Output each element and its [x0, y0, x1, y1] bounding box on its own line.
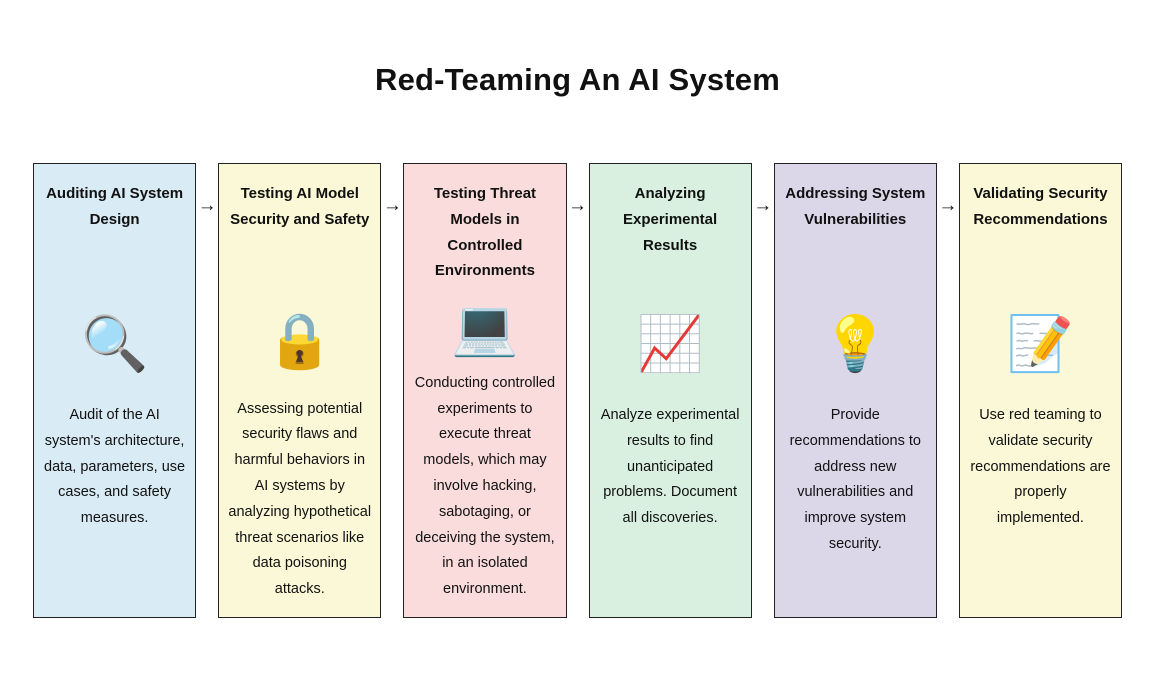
laptop-icon: 💻: [451, 297, 519, 358]
lock-icon: 🔒: [266, 310, 334, 371]
magnifying-glass-icon: 🔍: [80, 314, 149, 374]
card-title: Validating Security Recommendations: [973, 185, 1108, 228]
card-testing-ai-model-security: Testing AI Model Security and Safety 🔒 A…: [218, 163, 382, 618]
arrow-right-icon: →: [197, 195, 217, 216]
arrow-gap: →: [567, 163, 589, 215]
card-title: Testing AI Model Security and Safety: [230, 185, 370, 228]
card-addressing-system-vulnerabilities: Addressing System Vulnerabilities 💡 Prov…: [773, 163, 937, 618]
card-icon-wrap: 🔍: [81, 285, 148, 403]
card-title: Analyzing Experimental Results: [622, 185, 718, 254]
card-description: Use red teaming to validate security rec…: [970, 407, 1111, 527]
card-validating-security-recommendations: Validating Security Recommendations 📝 Us…: [958, 163, 1123, 618]
arrow-gap: →: [752, 163, 774, 215]
card-auditing-ai-system-design: Auditing AI System Design 🔍 Audit of the…: [33, 163, 197, 618]
card-icon-wrap: 📈: [636, 285, 703, 403]
card-description: Conducting controlled experiments to exe…: [414, 374, 556, 598]
card-icon-wrap: 💻: [451, 285, 518, 371]
arrow-right-icon: →: [568, 195, 588, 216]
card-description: Audit of the AI system's architecture, d…: [44, 407, 186, 527]
card-description: Analyze experimental results to find una…: [600, 407, 740, 527]
card-icon-wrap: 📝: [1007, 285, 1074, 403]
card-title: Testing Threat Models in Controlled Envi…: [433, 185, 537, 280]
arrow-right-icon: →: [382, 195, 402, 216]
card-testing-threat-models: Testing Threat Models in Controlled Envi…: [403, 163, 567, 618]
chart-increasing-icon: 📈: [636, 314, 704, 374]
arrow-right-icon: →: [753, 195, 773, 216]
process-flow: Auditing AI System Design 🔍 Audit of the…: [33, 163, 1123, 618]
card-title: Addressing System Vulnerabilities: [785, 185, 926, 228]
card-description: Provide recommendations to address new v…: [789, 407, 921, 552]
arrow-gap: →: [937, 163, 959, 215]
card-icon-wrap: 💡: [822, 285, 889, 403]
card-description: Assessing potential security flaws and h…: [228, 400, 372, 598]
arrow-gap: →: [196, 163, 218, 215]
page-title: Red-Teaming An AI System: [375, 62, 780, 97]
card-analyzing-experimental-results: Analyzing Experimental Results 📈 Analyze…: [588, 163, 752, 618]
card-title: Auditing AI System Design: [46, 185, 184, 228]
arrow-gap: →: [381, 163, 403, 215]
memo-pencil-icon: 📝: [1006, 314, 1075, 374]
lightbulb-icon: 💡: [821, 314, 889, 374]
card-icon-wrap: 🔒: [266, 285, 333, 397]
arrow-right-icon: →: [938, 195, 958, 216]
